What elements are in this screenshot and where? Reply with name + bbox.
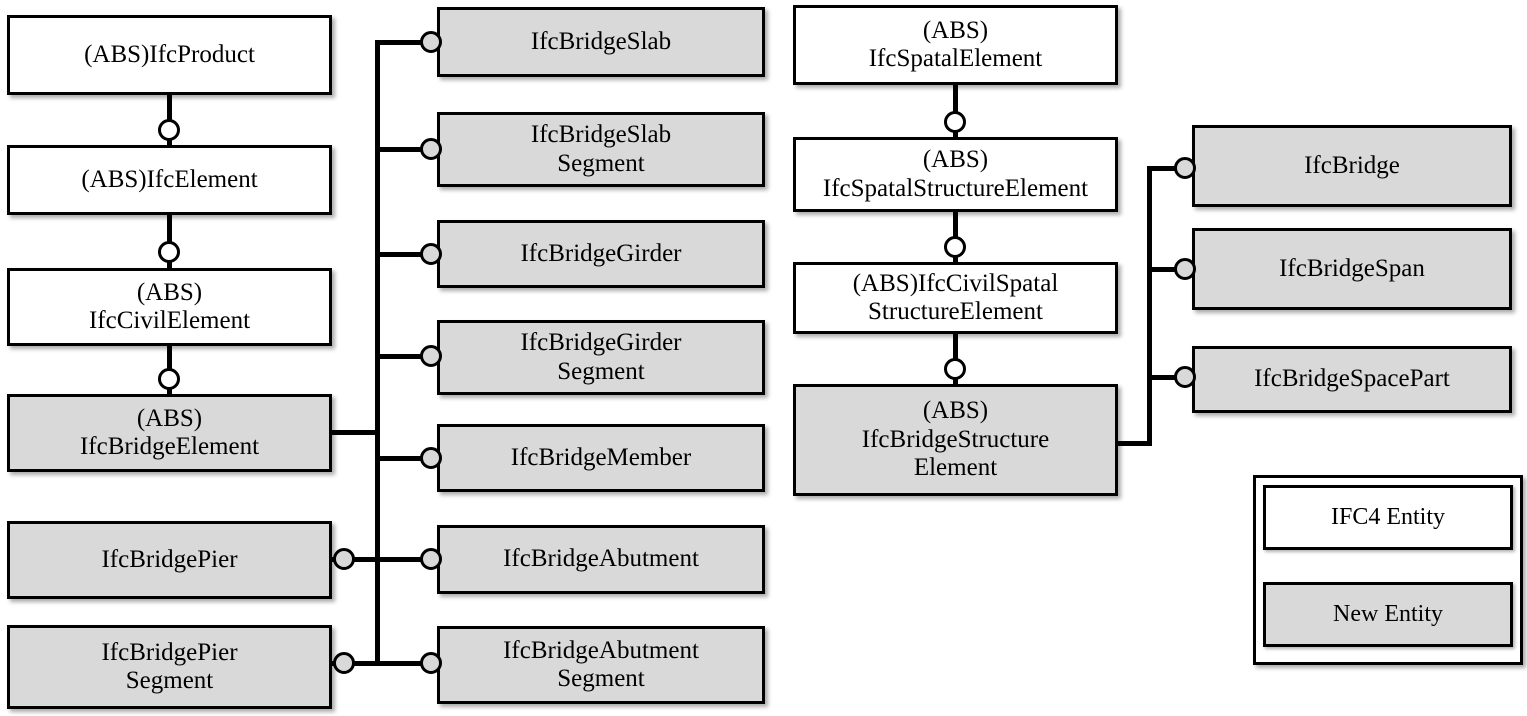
node-ifcbridgegirdersegment[interactable]: IfcBridgeGirder Segment [437,320,765,395]
node-ifcbridgegirder[interactable]: IfcBridgeGirder [437,220,765,288]
node-ifcbridgemember[interactable]: IfcBridgeMember [437,424,765,492]
branch-ifcbridgegirdersegment [378,354,438,359]
node-ifcbridgeslabsegment[interactable]: IfcBridgeSlab Segment [437,112,765,187]
bus-bridge-element-spine [375,40,380,666]
legend-new-entity: New Entity [1263,582,1513,647]
assoc-circle-ifcbridgemember [420,447,442,469]
node-ifcbridge[interactable]: IfcBridge [1192,125,1512,207]
inherit-circle-ifcspatalstructureelement [944,111,966,133]
assoc-circle-ifcbridgeabutmentsegment [420,652,442,674]
bus-stub-ifcbridgepier [332,557,378,562]
node-ifcproduct[interactable]: (ABS)IfcProduct [7,15,332,95]
bus-stub-ifcbridgestructureelement [1118,441,1152,446]
node-ifcbridgestructureelement[interactable]: (ABS) IfcBridgeStructure Element [793,384,1118,496]
node-ifcbridgespacepart[interactable]: IfcBridgeSpacePart [1192,346,1512,413]
branch-ifcbridgeslabsegment [378,147,438,152]
node-ifcbridgeelement[interactable]: (ABS) IfcBridgeElement [7,394,332,472]
assoc-circle-ifcbridgepiersegment [333,652,355,674]
inherit-circle-ifccivilspatalstructureelement [944,236,966,258]
branch-ifcbridgeslab [378,40,438,45]
inherit-circle-ifccivilelement [158,241,180,263]
node-ifcbridgepiersegment[interactable]: IfcBridgePier Segment [7,625,332,709]
assoc-circle-ifcbridgeslabsegment [420,138,442,160]
inherit-circle-ifcbridgestructureelement [944,358,966,380]
node-ifccivilelement[interactable]: (ABS) IfcCivilElement [7,268,332,346]
branch-ifcbridgemember [378,456,438,461]
branch-ifcbridgeabutmentsegment [378,661,438,666]
node-ifcelement[interactable]: (ABS)IfcElement [7,145,332,215]
assoc-circle-ifcbridgespan [1174,258,1196,280]
branch-ifcbridgeabutment [378,557,438,562]
assoc-circle-ifcbridgegirder [420,243,442,265]
assoc-circle-ifcbridge [1174,157,1196,179]
assoc-circle-ifcbridgespacepart [1174,366,1196,388]
node-ifcbridgepier[interactable]: IfcBridgePier [7,521,332,599]
node-ifcbridgeabutment[interactable]: IfcBridgeAbutment [437,525,765,594]
node-ifcbridgeslab[interactable]: IfcBridgeSlab [437,7,765,77]
node-ifccivilspatalstructureelement[interactable]: (ABS)IfcCivilSpatal StructureElement [793,262,1118,334]
node-ifcbridgespan[interactable]: IfcBridgeSpan [1192,228,1512,310]
assoc-circle-ifcbridgegirdersegment [420,345,442,367]
branch-ifcbridgegirder [378,252,438,257]
node-ifcbridgeabutmentsegment[interactable]: IfcBridgeAbutment Segment [437,626,765,704]
node-ifcspatalelement[interactable]: (ABS) IfcSpatalElement [793,5,1118,85]
bus-stub-ifcbridgeelement [332,430,378,435]
assoc-circle-ifcbridgeabutment [420,548,442,570]
legend-ifc4-entity: IFC4 Entity [1263,485,1513,550]
inherit-circle-ifcelement [158,119,180,141]
bus-bridge-structure-spine [1147,166,1152,446]
assoc-circle-ifcbridgeslab [420,31,442,53]
node-ifcspatalstructureelement[interactable]: (ABS) IfcSpatalStructureElement [793,137,1118,212]
inherit-circle-ifcbridgeelement [158,368,180,390]
assoc-circle-ifcbridgepier [333,548,355,570]
bus-stub-ifcbridgepiersegment [332,661,378,666]
